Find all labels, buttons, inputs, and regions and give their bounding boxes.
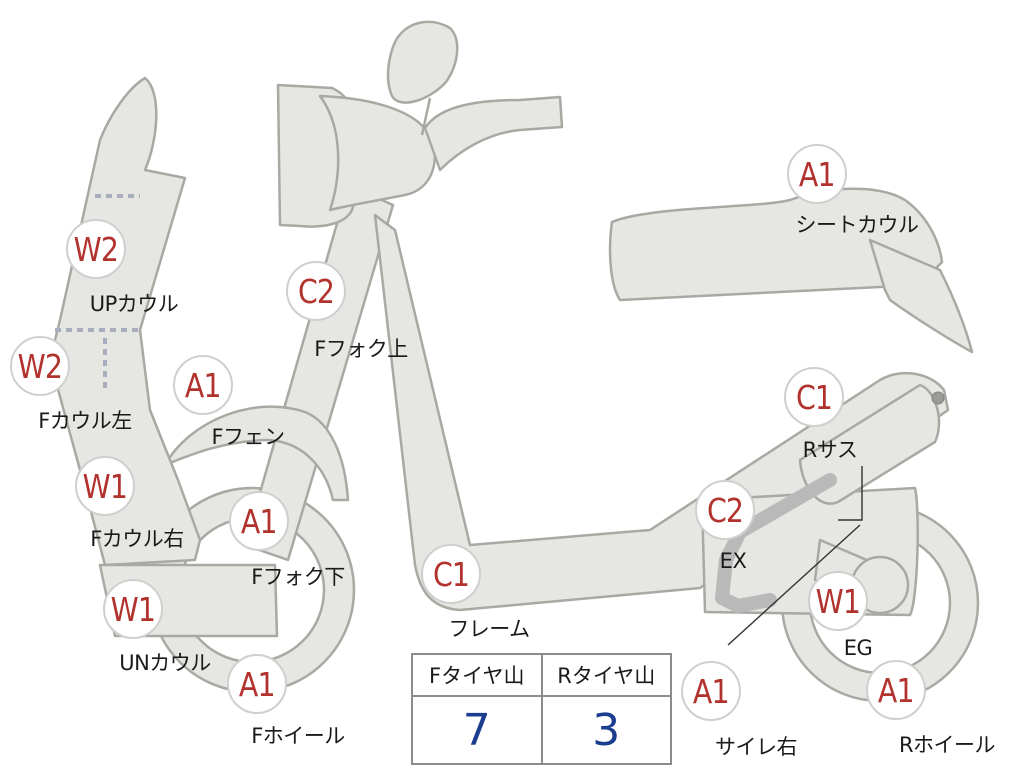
marker-code: A1	[239, 664, 276, 704]
part-label-engine: EG	[843, 636, 873, 660]
marker-f-wheel[interactable]: A1	[227, 654, 287, 714]
part-label-silencer-right: サイレ右	[715, 735, 798, 759]
marker-code: C2	[297, 271, 335, 311]
marker-f-cowl-right[interactable]: W1	[75, 456, 135, 516]
rear-shock	[798, 383, 941, 505]
marker-code: C1	[432, 554, 470, 594]
part-label-f-cowl-right: Fカウル右	[90, 527, 184, 551]
part-label-f-fork-upper: Fフォク上	[314, 337, 408, 361]
marker-code: W1	[815, 581, 861, 621]
marker-engine[interactable]: W1	[808, 571, 868, 631]
marker-code: A1	[693, 671, 730, 711]
marker-r-shock[interactable]: C1	[784, 367, 844, 427]
mirror	[386, 20, 459, 104]
handlebar	[423, 95, 564, 172]
exhaust	[715, 473, 837, 613]
front-fender	[163, 405, 350, 502]
marker-exhaust[interactable]: C2	[695, 480, 755, 540]
marker-f-cowl-left[interactable]: W2	[10, 336, 70, 396]
part-label-r-wheel: Rホイール	[898, 733, 996, 757]
tail-cowl	[868, 238, 974, 354]
rear-tire-tread-value: 3	[540, 695, 672, 765]
headlight-bezel	[318, 94, 436, 212]
marker-f-fender[interactable]: A1	[173, 355, 233, 415]
part-label-seat-cowl: シートカウル	[795, 213, 920, 237]
tread-header-row: Fタイヤ山 Rタイヤ山	[411, 653, 672, 697]
part-label-r-shock: Rサス	[802, 438, 858, 462]
tread-value-row: 7 3	[411, 695, 672, 765]
part-label-up-cowl: UPカウル	[89, 292, 179, 316]
tire-tread-table: Fタイヤ山 Rタイヤ山 7 3	[411, 653, 672, 765]
marker-code: A1	[878, 670, 915, 710]
part-label-f-cowl-left: Fカウル左	[38, 409, 132, 433]
part-label-f-fork-lower: Fフォク下	[251, 565, 345, 589]
marker-code: W2	[17, 346, 63, 386]
marker-r-wheel[interactable]: A1	[866, 660, 926, 720]
marker-code: W1	[82, 466, 128, 506]
marker-seat-cowl[interactable]: A1	[787, 144, 847, 204]
marker-code: W1	[110, 589, 156, 629]
marker-code: A1	[799, 154, 836, 194]
part-label-frame: フレーム	[448, 617, 530, 641]
part-label-f-wheel: Fホイール	[251, 724, 345, 748]
marker-frame[interactable]: C1	[421, 544, 481, 604]
front-tire-tread-value: 7	[411, 695, 543, 765]
silencer-leader	[727, 524, 861, 646]
marker-code: A1	[241, 501, 278, 541]
marker-un-cowl[interactable]: W1	[103, 579, 163, 639]
marker-code: C1	[795, 377, 833, 417]
part-label-exhaust: EX	[719, 549, 747, 573]
seat	[608, 187, 944, 302]
rear-shock-leader	[838, 466, 863, 521]
marker-up-cowl[interactable]: W2	[66, 219, 126, 279]
marker-f-fork-lower[interactable]: A1	[229, 491, 289, 551]
front-cowl	[48, 76, 202, 567]
part-label-un-cowl: UNカウル	[119, 651, 211, 675]
marker-code: C2	[706, 490, 744, 530]
rear-tire-tread-header: Rタイヤ山	[540, 653, 672, 697]
marker-f-fork-upper[interactable]: C2	[286, 261, 346, 321]
marker-code: W2	[73, 229, 119, 269]
part-label-f-fender: Fフェン	[211, 425, 285, 449]
marker-code: A1	[185, 365, 222, 405]
marker-silencer-right[interactable]: A1	[681, 661, 741, 721]
front-tire-tread-header: Fタイヤ山	[411, 653, 543, 697]
